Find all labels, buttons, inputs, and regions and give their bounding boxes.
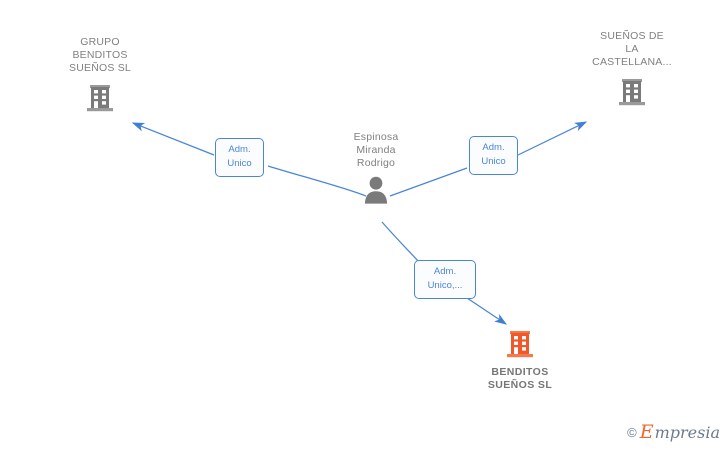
brand-initial: E (639, 421, 654, 443)
node-suenos-de-la-castellana[interactable]: SUEÑOS DE LA CASTELLANA... (557, 30, 707, 109)
brand-name: mpresia (654, 422, 720, 442)
node-label-espinosa: Espinosa Miranda Rodrigo (353, 131, 399, 169)
edge-label-to-benditos[interactable]: Adm. Unico,... (414, 260, 476, 299)
building-icon (83, 81, 117, 115)
person-icon (360, 175, 392, 205)
edge-label-to-castellana[interactable]: Adm. Unico (469, 136, 518, 175)
node-grupo-benditos-suenos-sl[interactable]: GRUPO BENDITOS SUEÑOS SL (25, 36, 175, 115)
edge-path-to-grupo-arrow (131, 122, 215, 156)
node-label-castellana: SUEÑOS DE LA CASTELLANA... (592, 30, 672, 68)
edge-label-to-grupo[interactable]: Adm. Unico (215, 138, 264, 177)
copyright-icon: © (627, 425, 637, 440)
edge-path-to-benditos (381, 221, 420, 263)
edge-path-to-grupo (267, 165, 367, 197)
node-label-benditos: BENDITOS SUEÑOS SL (487, 366, 553, 391)
building-icon-highlighted (503, 327, 537, 361)
edge-path-to-castellana-arrow (517, 121, 588, 156)
watermark-empresia: © E mpresia (627, 423, 720, 442)
edge-path-to-castellana (389, 167, 468, 197)
node-benditos-suenos-sl[interactable]: BENDITOS SUEÑOS SL (445, 327, 595, 392)
node-espinosa-miranda-rodrigo[interactable]: Espinosa Miranda Rodrigo (301, 131, 451, 205)
building-icon (615, 75, 649, 109)
node-label-grupo: GRUPO BENDITOS SUEÑOS SL (69, 36, 131, 74)
